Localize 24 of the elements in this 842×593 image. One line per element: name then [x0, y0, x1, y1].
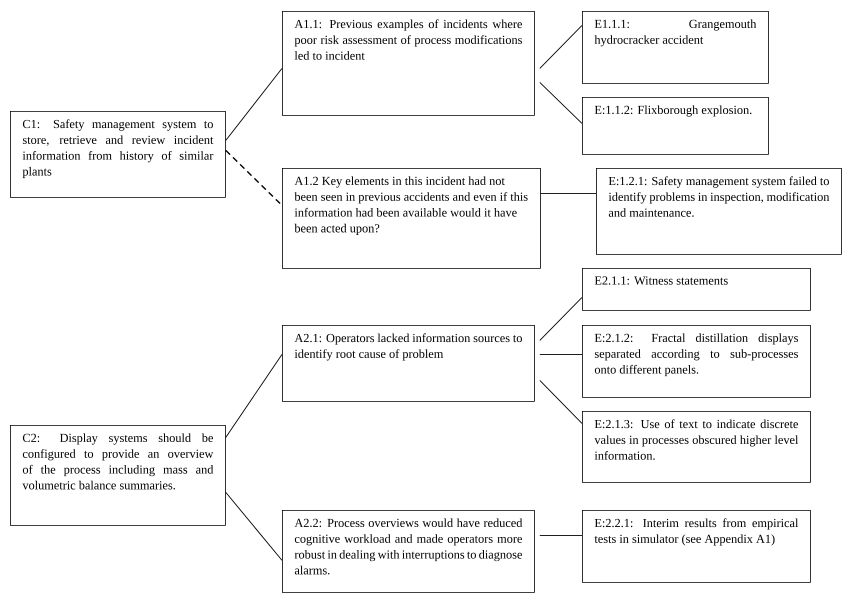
text-box: A2.2: Process overviews would have reduced cognitive workload and made operators more robust in dealing with interruptions to diagnose alarms. [282, 510, 535, 593]
text-box: C2: Display systems should be configured to provide an overview of the process including mass and volumetric balance summaries. [10, 425, 226, 526]
connector-line [539, 296, 582, 341]
connector-line [539, 534, 582, 536]
connector-line [225, 354, 282, 438]
connector-line [225, 492, 282, 561]
text-box: E:1.1.2: Flixborough explosion. [582, 97, 769, 155]
connector-line [539, 24, 582, 69]
text-box: E:1.2.1: Safety management system failed to identify problems in inspection, modification and maintenance. [596, 168, 842, 255]
text-box: E:2.1.2: Fractal distillation displays separated according to sub-processes onto different panels. [582, 325, 811, 398]
connector-line [225, 150, 282, 206]
text-box: C1: Safety management system to store, retrieve and review incident information from history of similar plants [10, 111, 226, 198]
text-box: A1.2 Key elements in this incident had not been seen in previous accidents and even if this information had been available would it have been acted upon? [282, 168, 541, 269]
text-box: E1.1.1: Grangemouth hydrocracker accident [582, 11, 769, 84]
text-box: E:2.2.1: Interim results from empirical tests in simulator (see Appendix A1) [582, 510, 811, 583]
connector-line [539, 380, 582, 424]
text-box: E:2.1.3: Use of text to indicate discrete values in processes obscured higher level information. [582, 411, 811, 483]
text-box: A1.1: Previous examples of incidents where poor risk assessment of process modifications led to incident [282, 11, 535, 116]
connector-line [225, 68, 282, 141]
connector-line [539, 354, 582, 355]
connector-line [540, 192, 596, 194]
text-box: A2.1: Operators lacked information sources to identify root cause of problem [282, 325, 535, 402]
text-box: E2.1.1: Witness statements [582, 268, 811, 311]
connector-line [539, 82, 582, 124]
